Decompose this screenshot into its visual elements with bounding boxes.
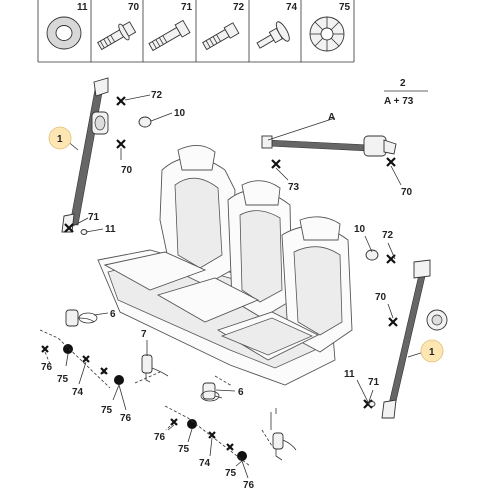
note-top: 2 bbox=[400, 78, 406, 89]
label-70-left: 70 bbox=[121, 165, 133, 176]
upper-seat-belt-assembly bbox=[261, 135, 397, 157]
rear-seat-bench bbox=[97, 145, 353, 386]
label-75-d: 75 bbox=[225, 468, 237, 479]
label-A: A bbox=[328, 112, 335, 123]
label-72-left: 72 bbox=[151, 90, 163, 101]
header-ref-75: 75 bbox=[339, 2, 351, 13]
label-10-left: 10 bbox=[174, 108, 186, 119]
label-76-b: 76 bbox=[120, 413, 132, 424]
header-ref-70: 70 bbox=[128, 2, 140, 13]
reference-labels: 1 1 72 10 70 71 11 A 73 70 10 72 70 11 7… bbox=[41, 90, 435, 491]
label-70-right: 70 bbox=[375, 292, 387, 303]
label-74-a: 74 bbox=[72, 387, 84, 398]
label-75-a: 75 bbox=[57, 374, 69, 385]
bolt-with-washer-icon bbox=[97, 21, 137, 51]
buckle-lower-right bbox=[272, 432, 297, 461]
label-6-lower: 6 bbox=[238, 387, 244, 398]
note-bottom: A + 73 bbox=[384, 96, 414, 107]
label-76-d: 76 bbox=[243, 480, 255, 491]
label-76-c: 76 bbox=[154, 432, 166, 443]
highlight-bubble-right bbox=[420, 339, 444, 363]
label-74-c: 74 bbox=[199, 458, 211, 469]
label-11-left: 11 bbox=[105, 224, 116, 235]
label-belt-right: 1 bbox=[429, 347, 435, 358]
label-10-right: 10 bbox=[354, 224, 366, 235]
highlight-bubble-left bbox=[48, 126, 72, 150]
assembly-note: 2 A + 73 bbox=[384, 78, 428, 107]
right-belt-assembly bbox=[381, 259, 448, 419]
parts-header: 11 70 71 72 74 75 bbox=[37, 0, 355, 63]
label-belt-left: 1 bbox=[57, 134, 63, 145]
label-71-right: 71 bbox=[368, 377, 380, 388]
header-ref-11: 11 bbox=[77, 2, 88, 13]
label-75-c: 75 bbox=[178, 444, 190, 455]
hardware-markers bbox=[41, 96, 398, 461]
label-72-right: 72 bbox=[382, 230, 394, 241]
star-clip-icon bbox=[309, 16, 345, 52]
label-76-a: 76 bbox=[41, 362, 53, 373]
header-ref-71: 71 bbox=[181, 2, 193, 13]
long-bolt-icon bbox=[148, 19, 191, 52]
header-ref-72: 72 bbox=[233, 2, 245, 13]
label-71-left: 71 bbox=[88, 212, 100, 223]
left-belt-assembly bbox=[61, 77, 109, 233]
label-6-upper: 6 bbox=[110, 309, 116, 320]
label-11-right: 11 bbox=[344, 369, 355, 380]
label-70-top-right: 70 bbox=[401, 187, 413, 198]
buckle-upper-left bbox=[65, 309, 98, 327]
buckle-lower-mid bbox=[200, 382, 223, 402]
threaded-bolt-icon bbox=[202, 22, 240, 51]
label-75-b: 75 bbox=[101, 405, 113, 416]
label-7: 7 bbox=[141, 329, 147, 340]
leader-lines bbox=[39, 94, 425, 479]
spacer-ring-icon bbox=[46, 16, 82, 50]
header-ref-74: 74 bbox=[286, 2, 298, 13]
label-73: 73 bbox=[288, 182, 300, 193]
shoulder-bolt-icon bbox=[256, 21, 290, 49]
